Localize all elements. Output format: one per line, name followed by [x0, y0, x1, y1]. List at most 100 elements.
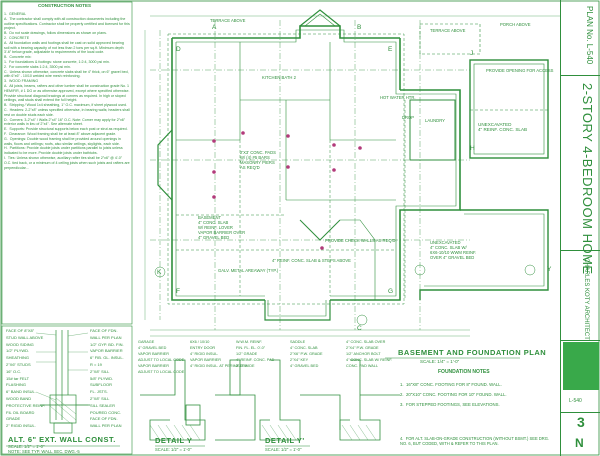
wall-section-label: 2" RIGID INSUL. — [6, 423, 36, 429]
wall-section-label: 15# tar FELT — [6, 375, 30, 381]
detail-label: ENTRY DOOR — [190, 346, 216, 350]
wall-section-label: STUD WALL ABOVE — [6, 334, 44, 340]
detail-label: 1/2" ANCHOR BOLT — [346, 352, 381, 356]
plan-label-terrace: TERRACE ABOVE — [210, 18, 246, 23]
plan-label-terrace-right: TERRACE ABOVE — [430, 28, 466, 33]
wall-section-label: FIL OIL BOARD — [6, 409, 35, 415]
detail-label: W.W.M. REINF. — [236, 340, 263, 344]
plan-label-basement: BASEMENT 4" CONC. SLAB W/ REINF. LOVER V… — [198, 215, 246, 240]
wall-section-label: POURED CONC. — [90, 409, 122, 415]
foundation-note-1: 1. 16"X8" CONC. FOOTING FOR 8" FOUND. WA… — [400, 382, 502, 387]
wall-section-label: GRADE — [6, 416, 21, 422]
detail-label: 4" RIGID INSUL. AT PERIMETER — [190, 364, 247, 368]
detail-label: 4" GRAVEL BED — [290, 364, 319, 368]
detail-y-scale: SCALE: 1/2" = 1'-0" — [155, 447, 192, 452]
grid-letter: C — [357, 325, 362, 332]
detail-label: 6X6 / 10/10 — [190, 340, 210, 344]
detail-label: GARAGE — [138, 340, 155, 344]
title-block-stamp — [563, 342, 599, 390]
detail-label: 2"X6" P.W. GRADE — [290, 352, 323, 356]
wall-section-label: 6" FIB. GL. INSUL. — [90, 355, 124, 361]
plan-label-reinf-slab: 4" REINF. CONC. SLAB & STEPS ABOVE — [272, 258, 351, 263]
grid-letter: Y — [547, 266, 552, 273]
detail-yp-scale: SCALE: 1/2" = 1'-0" — [265, 447, 302, 452]
wall-section-label: SILL SEALER — [90, 402, 115, 408]
wall-section-label: 6" BAND INSUL. — [6, 389, 36, 395]
grid-letter: J — [470, 50, 474, 57]
grid-letter: E — [388, 46, 393, 53]
detail-label: VAPOR BARRIER — [138, 364, 169, 368]
wall-section-label: FACE OF FDN. — [90, 416, 118, 422]
architect-name: CHARLES KOTY ARCHITECT — [583, 258, 589, 340]
plan-label-porch: PORCH ABOVE — [500, 22, 531, 27]
wall-section-label: 1/2" GYP. BD. FIN. — [90, 341, 124, 347]
detail-label: CONC. PAD WALL — [346, 364, 379, 368]
detail-label: SADDLE — [290, 340, 306, 344]
notes-title: CONSTRUCTION NOTES — [38, 3, 92, 8]
project-title: 2-STORY 4-BEDROOM HOME — [580, 83, 595, 275]
grid-letter: B — [357, 24, 362, 31]
plan-title: BASEMENT AND FOUNDATION PLAN — [398, 348, 547, 357]
sheet-number: 3 — [577, 414, 586, 430]
wall-section-label: 2"X6" STUDS — [6, 362, 31, 367]
detail-label: ADJUST TO LOCAL CODE — [138, 358, 185, 362]
title-block-sheet-cell: 3 — [561, 412, 600, 434]
detail-label: FIN. FL. EL. 0'-0" — [236, 346, 266, 350]
detail-label: 4" GRAVEL BED — [138, 346, 167, 350]
title-block-architect-cell: CHARLES KOTY ARCHITECT — [561, 250, 600, 341]
wall-section-note: NOTE: SEE TYP. WALL SEC. DWG.-5 — [8, 449, 80, 454]
grid-letter: A — [212, 24, 217, 31]
wall-section-label: SHEATHING — [6, 355, 30, 361]
wall-section-label: PROTECTIVE REINF. — [6, 402, 46, 408]
grid-letter: H — [470, 145, 475, 152]
plan-label-laundry: LAUNDRY — [425, 118, 445, 123]
wall-section-label: FACE OF 8"X8" — [6, 328, 35, 333]
foundation-note-4: 4. FOR ALT. SLAB-ON-GRADE CONSTRUCTION (… — [400, 436, 551, 446]
title-block-project-cell: 2-STORY 4-BEDROOM HOME — [561, 75, 600, 275]
foundation-notes-title: FOUNDATION NOTES — [438, 369, 490, 375]
plan-label-crawl: 2'X3' CONC. PADS W/ (4) #5 BARS MASONRY … — [240, 150, 276, 170]
plan-label-drop: DROP — [402, 115, 415, 120]
wall-section-label: VAPOR BARRIER — [90, 348, 123, 354]
foundation-note-2: 2. 20"X10" CONC. FOOTING FOR 10" FOUND. … — [400, 392, 507, 397]
wall-section-label: 16" O.C. — [6, 368, 22, 374]
wall-section-label: 1/2" PLYWD. — [6, 348, 30, 354]
grid-letter: K — [157, 269, 162, 276]
plan-label-unexcavated-slab: UNEXCAVATED 4" CONC. SLAB W/ 6X6-10/10 W… — [430, 240, 477, 260]
title-block-code-cell: L-540 — [561, 392, 600, 413]
plan-label-check-walls: PROVIDE CHECK WALLS AS REQ'D. — [325, 238, 397, 243]
plan-scale: SCALE: 1/4" = 1'-0" — [420, 359, 460, 364]
wall-section-label: WOOD SIDING — [6, 341, 34, 347]
plan-label-opening: PROVIDE OPENING FOR ACCESS — [486, 68, 554, 73]
detail-label: VAPOR BARRIER — [190, 358, 221, 362]
detail-label: 2"X4" P.W. GRADE — [346, 346, 379, 350]
column-marker — [212, 131, 362, 250]
wall-section-label: FLASHING — [6, 382, 27, 388]
north-arrow-icon: N — [575, 436, 585, 450]
wall-section-label: SUBFLOOR — [90, 382, 113, 388]
plan-label-kitchen: KITCHEN BATH 2 — [262, 75, 296, 80]
wall-section-label: 2"X8" SILL — [90, 368, 110, 374]
foundation-note-3: 3. FOR STEPPED FOOTINGS, SEE ELEVATIONS. — [400, 402, 500, 407]
grid-letter: G — [388, 288, 394, 295]
detail-label: 4" CONC. SLAB OVER — [346, 340, 386, 344]
wall-section-label: WALL PER PLAN — [90, 334, 122, 340]
wall-section-label: FL. JSTS. — [90, 389, 108, 395]
detail-y-title: DETAIL Y — [155, 436, 193, 445]
title-block-plan-no-cell: PLAN No. L-540 — [561, 0, 600, 76]
detail-label: 2'-0" WIDE — [236, 364, 255, 368]
grid-letter: D — [176, 46, 181, 53]
detail-label: 4" RIGID INSUL. — [190, 352, 219, 356]
plan-label-hot-water: HOT WATER HTR. — [380, 95, 416, 100]
plan-label-unexcavated: UNEXCAVATED 4" REINF. CONC. SLAB — [478, 122, 528, 132]
sheet-code: L-540 — [569, 398, 582, 404]
wall-section-title: ALT. 6" EXT. WALL CONST. — [8, 435, 116, 444]
grid-letter: F — [176, 288, 180, 295]
detail-label: 4" REINF. CONC. PAD — [236, 358, 275, 362]
wall-section-label: 5/8" PLYWD. — [90, 375, 114, 381]
detail-label: VAPOR BARRIER — [138, 352, 169, 356]
title-block: PLAN No. L-540 2-STORY 4-BEDROOM HOME CH… — [560, 0, 600, 456]
wall-section-label: WOOD BAND — [6, 396, 32, 401]
